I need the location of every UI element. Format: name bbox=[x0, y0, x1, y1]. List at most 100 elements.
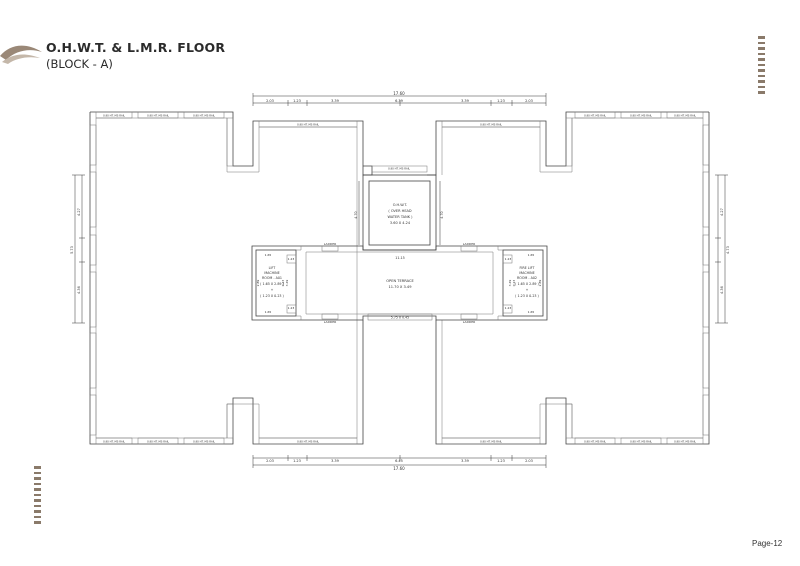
terrace-bottom-dim: 5.75 X 0.45 bbox=[391, 316, 409, 320]
rail-label: 0.90 HT. MS RAIL bbox=[630, 114, 652, 118]
dim-left-2: 5.73 bbox=[70, 246, 74, 254]
rail-label: 0.90 HT. MS RAIL bbox=[103, 440, 125, 444]
lmr2-label-6: ( 1.23 X 0.23 ) bbox=[515, 294, 539, 298]
top-dimensions: 17.60 2.03 1.23 3.39 6.39 3.39 1.23 2.03 bbox=[252, 91, 547, 106]
lmr2-dim-b: 1.65 bbox=[528, 310, 535, 314]
tank-label-4: 3.60 X 4.24 bbox=[390, 221, 411, 225]
rail-label: 0.90 HT. MS RAIL bbox=[103, 114, 125, 118]
ladders: LADDER LADDER LADDER LADDER bbox=[321, 242, 478, 324]
lmr2-dim-h: 2.89 bbox=[538, 280, 542, 287]
right-wing bbox=[427, 111, 710, 445]
rail-label: 0.90 HT. MS RAIL bbox=[193, 114, 215, 118]
ladder-label: LADDER bbox=[463, 242, 475, 246]
open-terrace: 11.15 OPEN TERRACE 11.70 X 3.49 5.75 X 0… bbox=[251, 245, 548, 321]
left-wing bbox=[89, 111, 373, 445]
dim-bottom-6: 2.03 bbox=[525, 459, 533, 463]
tank-label-3: WATER TANK ) bbox=[388, 215, 414, 219]
dim-top-2: 1.23 bbox=[293, 99, 301, 103]
terrace-top-dim: 11.15 bbox=[395, 256, 404, 260]
dim-bottom-4: 3.39 bbox=[461, 459, 469, 463]
lmr2-label-5: + bbox=[526, 288, 529, 292]
tank-side-dim-right: 4.70 bbox=[440, 211, 444, 218]
rail-label: 0.90 HT. MS RAIL bbox=[630, 440, 652, 444]
dim-left-1: 4.27 bbox=[77, 208, 81, 216]
dim-right-2: 4.73 bbox=[726, 246, 730, 254]
lmr1-label-3: ROOM - A01 bbox=[262, 276, 282, 280]
ladder-label: LADDER bbox=[463, 320, 475, 324]
decorative-dots-bottom-left bbox=[34, 466, 41, 524]
lmr2-label-1: FIRE LIFT bbox=[520, 266, 536, 270]
rail-label: 0.90 HT. MS RAIL bbox=[584, 440, 606, 444]
lmr1-dim-b: 1.65 bbox=[265, 310, 272, 314]
lmr2-dim-s: 1.23 bbox=[505, 257, 512, 261]
rail-label: 0.90 HT. MS RAIL bbox=[147, 440, 169, 444]
tank-top-rail bbox=[371, 165, 428, 173]
lmr2-label-3: ROOM - A02 bbox=[517, 276, 537, 280]
rail-label: 0.90 HT. MS RAIL bbox=[297, 440, 319, 444]
tank-side-dim: 4.70 bbox=[354, 211, 358, 218]
bottom-dimensions: 2.03 1.23 3.39 6.45 3.39 1.23 2.03 17.60 bbox=[252, 455, 547, 471]
door-marks bbox=[296, 246, 503, 320]
ladder-bottom-left bbox=[321, 313, 339, 320]
parapet-labels: 0.90 HT. MS RAIL 0.90 HT. MS RAIL 0.90 H… bbox=[103, 114, 696, 444]
ladder-bottom-right bbox=[460, 313, 478, 320]
overall-width-bottom: 17.60 bbox=[393, 466, 405, 471]
lmr1-dim-b2: 1.23 bbox=[288, 306, 295, 310]
rail-label: 0.90 HT. MS RAIL bbox=[193, 440, 215, 444]
dim-left-3: 4.36 bbox=[77, 286, 81, 294]
page-number: Page-12 bbox=[752, 539, 783, 548]
rail-label: 0.90 HT. MS RAIL bbox=[147, 114, 169, 118]
ohwt-tank: 4.70 4.70 O.H.W.T. ( OVER HEAD WATER TAN… bbox=[354, 174, 444, 251]
fire-lift-machine-room-a02: 1.65 1.23 2.89 0.23 3.49 1.65 1.23 FIRE … bbox=[502, 249, 544, 317]
ladder-top-left bbox=[321, 245, 339, 252]
lmr1-dim-h: 2.89 bbox=[256, 280, 260, 287]
lmr1-label-4: ( 1.65 X 2.89 ) bbox=[260, 282, 284, 286]
dim-top-5: 1.23 bbox=[497, 99, 505, 103]
dim-bottom-2: 1.23 bbox=[293, 459, 301, 463]
dim-bottom-3: 3.39 bbox=[331, 459, 339, 463]
dim-top-3: 3.39 bbox=[331, 99, 339, 103]
lmr1-label-5: + bbox=[271, 288, 274, 292]
terrace-label: OPEN TERRACE bbox=[386, 279, 414, 283]
lmr2-dim-h2: 3.49 bbox=[508, 280, 512, 287]
dim-right-1: 4.27 bbox=[720, 208, 724, 216]
tank-label-1: O.H.W.T. bbox=[393, 203, 408, 207]
ladder-top-right bbox=[460, 245, 478, 252]
dim-right-3: 4.36 bbox=[720, 286, 724, 294]
dim-bottom-5: 1.23 bbox=[497, 459, 505, 463]
dim-top-6: 2.03 bbox=[525, 99, 533, 103]
terrace-size: 11.70 X 3.49 bbox=[388, 285, 412, 289]
rail-label: 0.90 HT. MS RAIL bbox=[297, 123, 319, 127]
page-title: O.H.W.T. & L.M.R. FLOOR bbox=[46, 40, 226, 55]
dim-top-4: 3.39 bbox=[461, 99, 469, 103]
ladder-label: LADDER bbox=[324, 242, 336, 246]
lmr2-label-2: MACHINE bbox=[519, 271, 534, 275]
tank-label-2: ( OVER HEAD bbox=[388, 209, 412, 213]
page-subtitle: (BLOCK - A) bbox=[46, 57, 113, 71]
brand-swoosh-icon bbox=[0, 45, 42, 64]
rail-label: 0.90 HT. MS RAIL bbox=[480, 123, 502, 127]
ladder-label: LADDER bbox=[324, 320, 336, 324]
dim-bottom-1: 2.03 bbox=[266, 459, 274, 463]
lmr1-dim-w: 1.65 bbox=[265, 253, 272, 257]
rail-label: 0.90 HT. MS RAIL bbox=[480, 440, 502, 444]
lift-machine-room-a01: 1.65 1.23 2.89 0.23 3.49 1.65 1.23 LIFT … bbox=[255, 249, 297, 317]
lmr1-label-2: MACHINE bbox=[264, 271, 279, 275]
lmr1-label-6: ( 1.23 X 0.23 ) bbox=[260, 294, 284, 298]
lmr2-dim-r: 0.23 bbox=[512, 280, 516, 287]
dim-top-center: 6.39 bbox=[395, 99, 403, 103]
rail-label: 0.90 HT. MS RAIL bbox=[584, 114, 606, 118]
dim-top-1: 2.03 bbox=[266, 99, 274, 103]
rail-label: 0.90 HT. MS RAIL bbox=[388, 167, 410, 171]
left-dimensions: 4.27 5.73 4.36 bbox=[70, 174, 85, 324]
lmr1-dim-s: 1.23 bbox=[288, 257, 295, 261]
lmr2-label-4: ( 1.65 X 2.89 ) bbox=[515, 282, 539, 286]
overall-width-top: 17.60 bbox=[393, 91, 405, 96]
lmr1-dim-r: 0.23 bbox=[281, 280, 285, 287]
rail-label: 0.90 HT. MS RAIL bbox=[674, 114, 696, 118]
lmr1-dim-h2: 3.49 bbox=[285, 280, 289, 287]
lmr2-dim-b2: 1.23 bbox=[505, 306, 512, 310]
right-dimensions: 4.27 4.73 4.36 bbox=[715, 174, 730, 324]
lmr1-label-1: LIFT bbox=[269, 266, 277, 270]
